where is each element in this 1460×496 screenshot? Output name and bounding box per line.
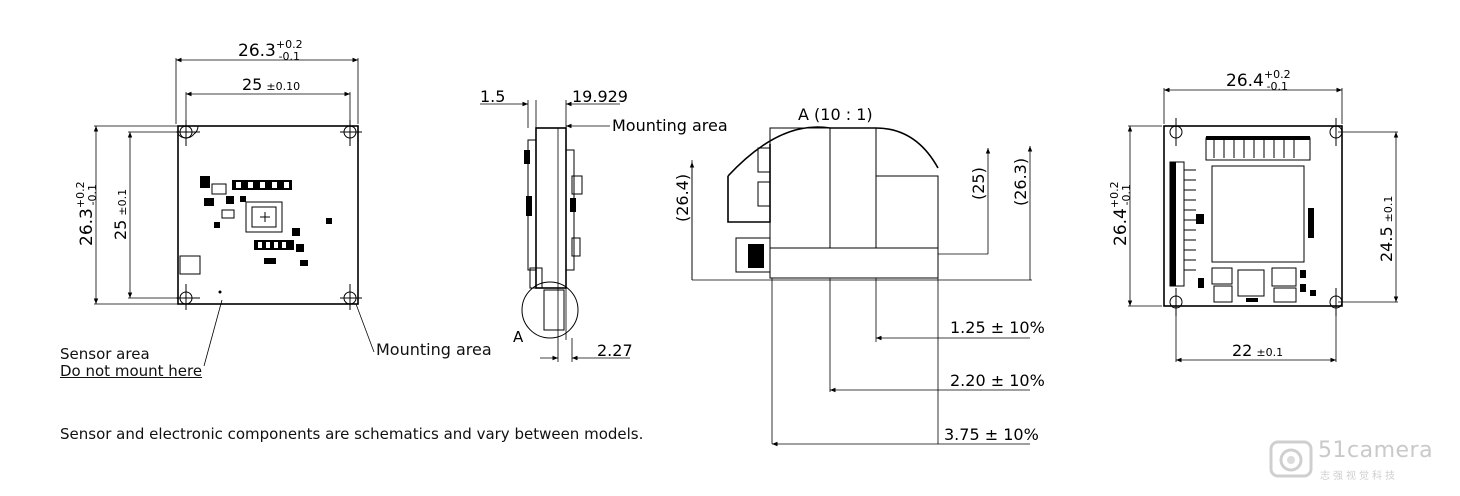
- front-dim-height-holes: [127, 131, 186, 299]
- side-dim-right-text: 19.929: [572, 87, 628, 106]
- back-width-total-text: 26.4+0.2-0.1: [1226, 68, 1291, 93]
- watermark-brand: 51camera: [1318, 438, 1434, 463]
- front-height-total-text: 26.3+0.2-0.1: [74, 181, 99, 246]
- sensor-area-label: Sensor area: [60, 345, 150, 363]
- detail-view-a: A (10 : 1) (26.4) (25) (26.3) 1.25 ± 10%…: [673, 105, 1045, 447]
- front-view: 26.3+0.2-0.1 25±0.10 26.3+0.2-0.1 25±0.1: [74, 38, 375, 367]
- detail-dim-263: (26.3): [1011, 158, 1030, 206]
- side-detail-marker: A: [513, 328, 524, 346]
- do-not-mount-label: Do not mount here: [60, 362, 203, 380]
- back-view: 26.4+0.2-0.1 26.4+0.2-0.1 24.5±0.1 22±0.…: [1108, 68, 1399, 363]
- front-dim-width-holes: [185, 91, 351, 126]
- detail-dim-264: (26.4): [673, 174, 692, 222]
- side-view: 1.5 19.929 Mounting area A 2.27: [480, 87, 728, 362]
- side-dim-left-text: 1.5: [480, 87, 505, 106]
- svg-text:26.3+0.2-0.1: 26.3+0.2-0.1: [74, 181, 99, 246]
- front-mounting-leader: [355, 303, 375, 353]
- front-height-holes-text: 25±0.1: [111, 189, 130, 240]
- sensor-area-leader: [203, 299, 223, 367]
- front-board-outline: [177, 125, 359, 305]
- camera-logo-icon: [1269, 440, 1313, 478]
- back-height-holes-text: 24.5±0.1: [1377, 196, 1396, 262]
- svg-text:25±0.1: 25±0.1: [111, 189, 130, 240]
- watermark-logo: 51camera 志强视觉科技: [1268, 436, 1448, 486]
- front-width-total-text: 26.3+0.2-0.1: [238, 38, 303, 63]
- detail-circle-a: [521, 281, 579, 339]
- footnote: Sensor and electronic components are sch…: [60, 425, 644, 443]
- detail-dim-220: 2.20 ± 10%: [950, 371, 1045, 390]
- front-mounting-holes: [176, 120, 362, 310]
- front-mounting-area-label: Mounting area: [376, 340, 492, 359]
- front-components: [179, 176, 332, 294]
- back-height-total-text: 26.4+0.2-0.1: [1108, 181, 1133, 246]
- front-width-holes-text: 25±0.10: [242, 75, 300, 94]
- front-dim-width-total: [175, 57, 359, 124]
- side-board: [535, 127, 567, 289]
- side-mounting-label: Mounting area: [612, 116, 728, 135]
- back-board-outline: [1163, 125, 1343, 307]
- detail-dim-25: (25): [969, 167, 988, 200]
- side-dim-bottom-text: 2.27: [597, 341, 633, 360]
- detail-title: A (10 : 1): [798, 105, 873, 124]
- back-width-holes-text: 22±0.1: [1232, 341, 1283, 360]
- svg-text:26.4+0.2-0.1: 26.4+0.2-0.1: [1108, 181, 1133, 246]
- front-dim-height-total: [93, 125, 178, 305]
- watermark-sub: 志强视觉科技: [1320, 471, 1398, 482]
- svg-text:24.5±0.1: 24.5±0.1: [1377, 196, 1396, 262]
- back-main-chip: [1211, 165, 1305, 263]
- detail-dim-375: 3.75 ± 10%: [944, 425, 1039, 444]
- detail-dim-125: 1.25 ± 10%: [950, 318, 1045, 337]
- detail-arc: [727, 126, 939, 177]
